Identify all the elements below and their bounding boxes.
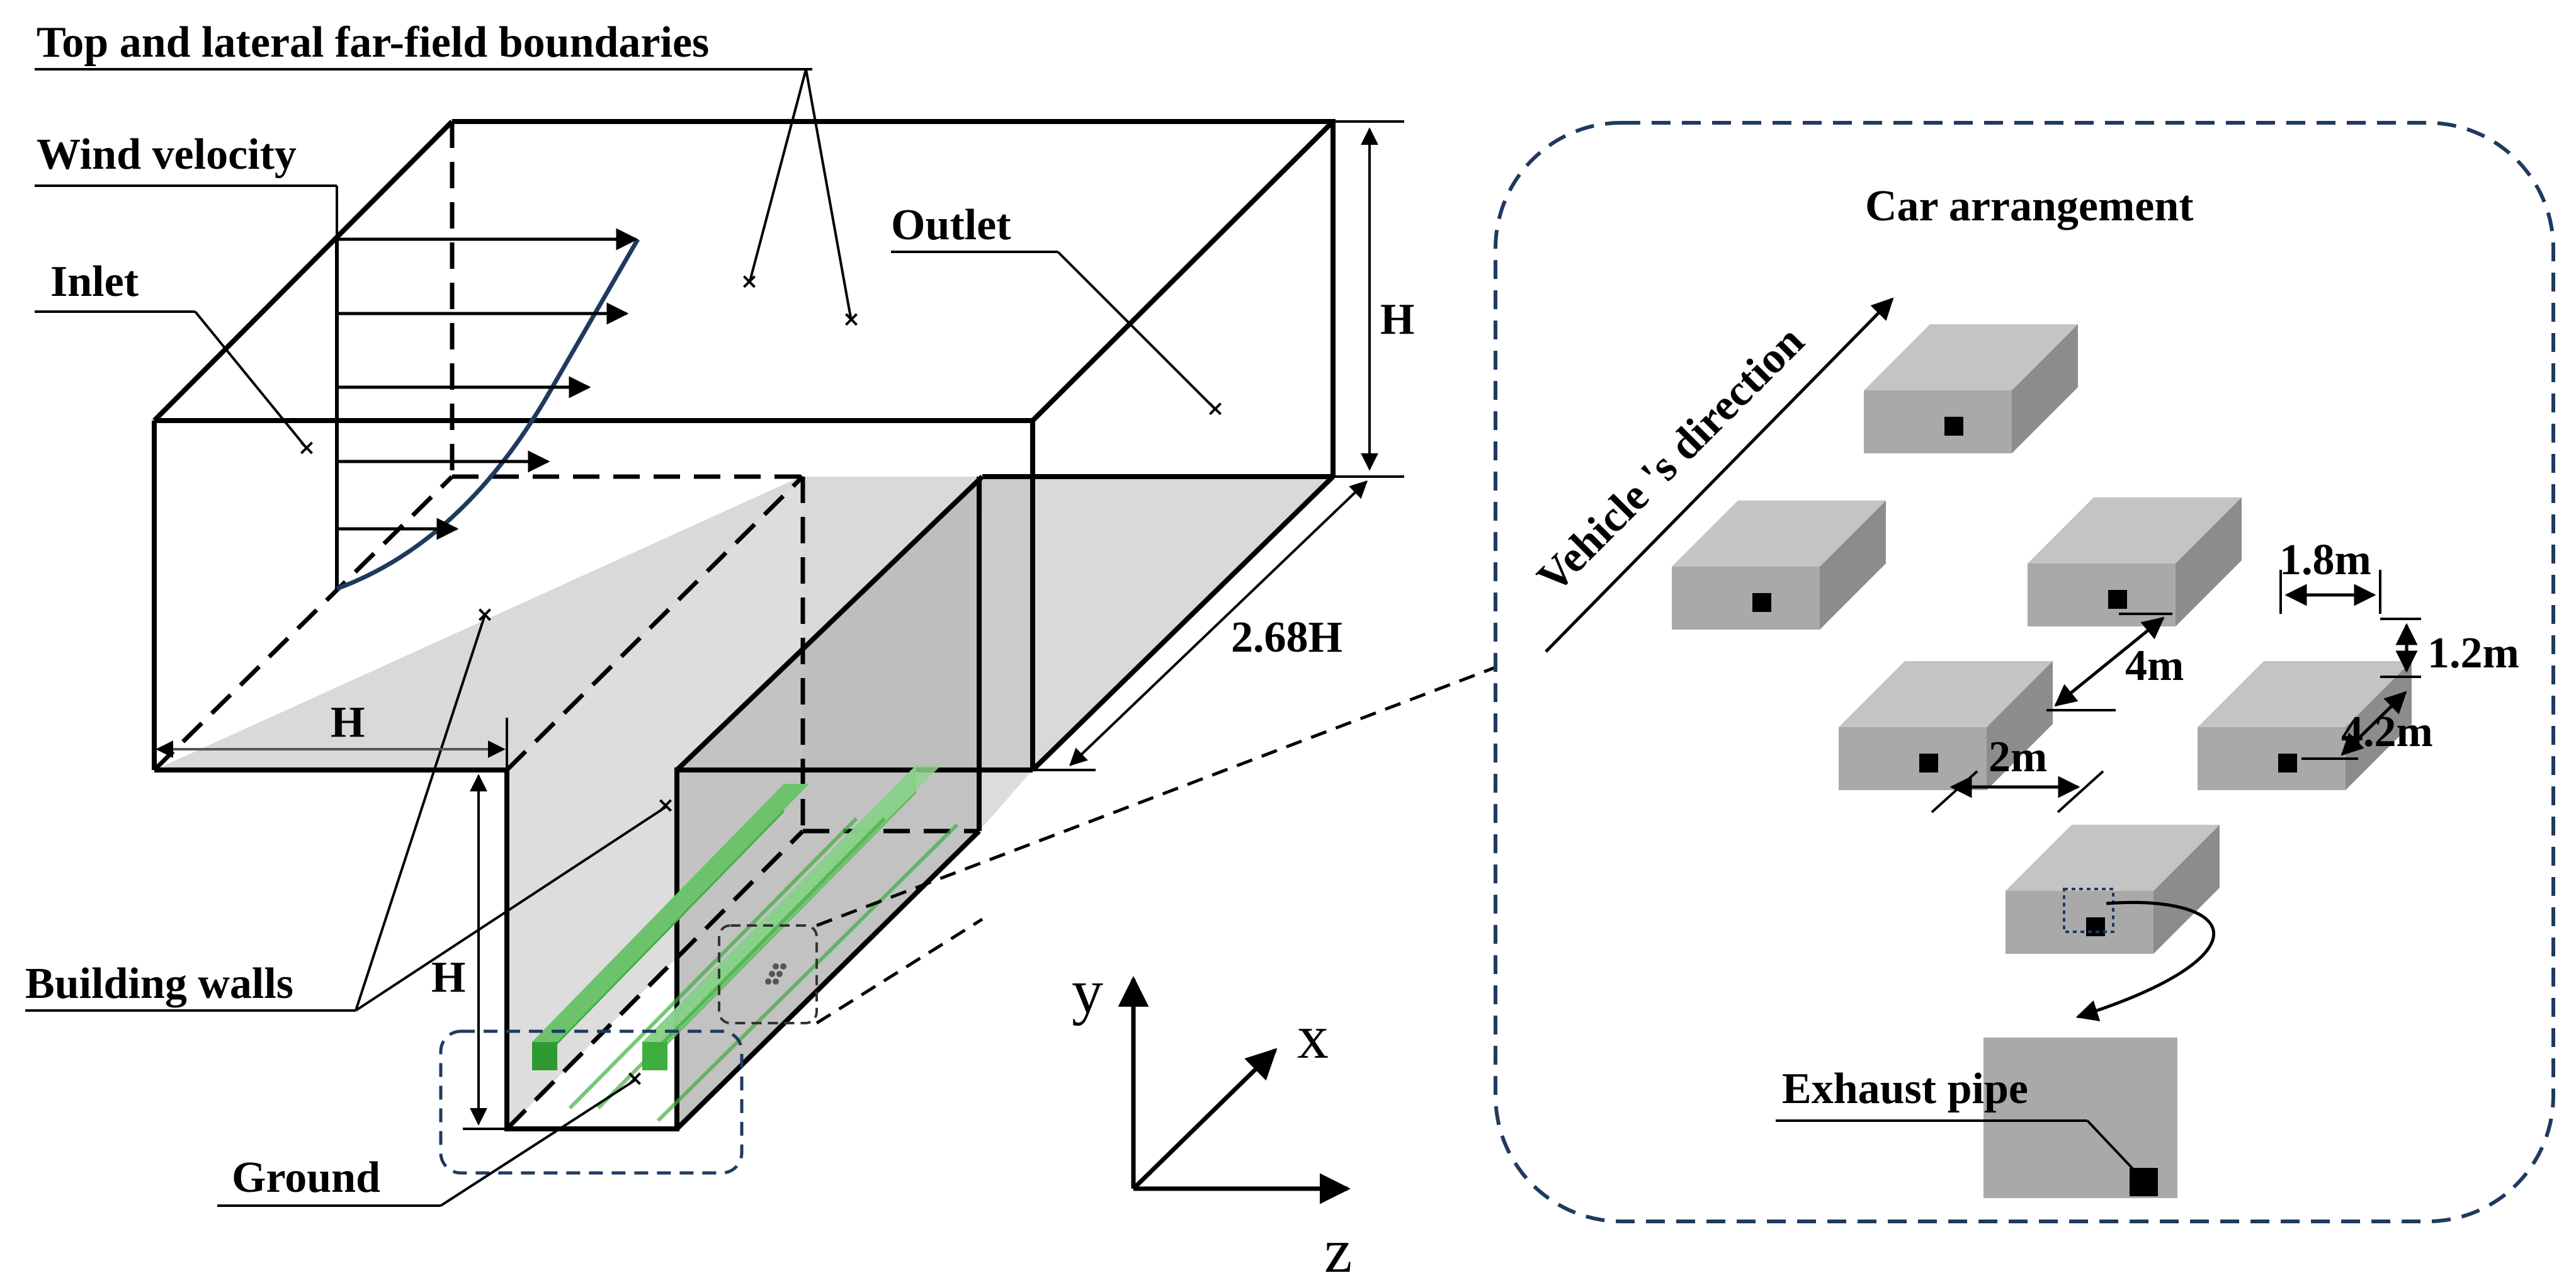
exhaust-pipe-marker [2108,590,2127,609]
car-roof [1864,324,2078,390]
car-roof [1839,661,2053,727]
green-bar-left-front [532,1042,557,1070]
canyon-right-top-edge [675,475,984,772]
car-rear-face [1864,390,2012,453]
axis-label-y: y [1072,956,1103,1026]
label-exhaust-pipe: Exhaust pipe [1782,1065,2028,1113]
box-front-top [154,418,1035,770]
vehicle-direction-arrow [1545,297,1894,653]
hidden-left-ground [152,475,454,772]
marker-building-1: × [476,602,494,627]
panel-border [1494,121,2555,1223]
label-ground: Ground [232,1153,380,1202]
car-roof [2028,497,2242,563]
label-top-boundaries: Top and lateral far-field boundaries [37,18,709,67]
label-car-width: 1.8m [2279,536,2371,584]
car-dimensions: 1.8m 1.2m 4.2m 4m 2m [1931,536,2519,813]
car-side [2176,497,2242,626]
marker-building-2: × [657,793,675,818]
label-gap-longitudinal: 4m [2125,642,2184,690]
car-side [1820,501,1886,630]
lane-line-3 [656,823,959,1123]
car-rear-face [1672,567,1820,630]
panel-title: Car arrangement [1865,182,2194,230]
box-top-right-edge [1031,120,1335,422]
zoom-dots [765,963,786,985]
label-building-walls: Building walls [25,960,293,1008]
label-inlet: Inlet [50,258,139,306]
hidden-canyon-left-top [505,475,805,772]
cars [1672,324,2412,954]
canyon-right-wall [677,477,982,1129]
car-rear-face [2028,563,2176,626]
zoom-connector-bottom [815,917,984,1025]
car-roof [2006,825,2220,891]
exhaust-pipe-marker [1944,417,1963,436]
lane-line-2 [596,817,887,1110]
wind-profile-curve [336,238,640,591]
zoom-region-box [718,924,818,1024]
canyon-left-wall [507,477,803,1129]
x-axis [1132,1048,1278,1191]
leader-lines [25,68,1217,1207]
exhaust-leader-diag [2086,1119,2142,1179]
axis-label-x: x [1297,1002,1329,1072]
label-outlet: Outlet [891,201,1011,249]
label-height-top: H [1380,295,1414,344]
exhaust-pipe-marker [2086,917,2105,936]
green-bar-right-front [642,1042,667,1070]
exhaust-pipe-square [2130,1168,2158,1196]
box-ground-front [154,767,1033,1131]
label-car-length: 4.2m [2341,708,2433,756]
car-4 [1839,661,2053,790]
label-gap-lateral: 2m [1989,733,2047,781]
car-side [2153,825,2220,954]
coordinate-axes: y x z [1072,956,1352,1285]
label-car-height: 1.2m [2427,629,2519,677]
computational-domain: × × × × × × × [25,18,1414,1207]
roadside-bars [532,765,959,1123]
car-1 [1864,324,2078,453]
hidden-canyon-bottom-left [505,829,805,1131]
exhaust-pipe-marker [2278,754,2297,773]
label-wind-velocity: Wind velocity [37,130,297,179]
label-height-canyon: H [431,953,465,1002]
car-6 [2006,825,2220,954]
exhaust-callout-arrow [2075,901,2216,1022]
car-rear-face [1839,727,1987,790]
dimension-lines [156,120,1404,1130]
car-roof [1672,501,1886,567]
dim-gap-longitudinal [2054,616,2165,707]
exhaust-highlight-box [2063,888,2114,933]
canyon-bottom-edge [675,829,981,1131]
box-top-left-edge [152,120,454,422]
wind-profile [335,228,640,591]
label-width-canyon: H [331,698,365,747]
lane-line-1 [568,817,858,1110]
marker-ground: × [626,1066,644,1091]
label-length: 2.68H [1231,613,1342,662]
car-2 [1672,501,1886,630]
car-arrangement-panel: Car arrangement Vehicle 's direction 1.8… [1494,121,2555,1223]
car-rear-face [2006,891,2153,954]
axis-label-z: z [1324,1216,1352,1285]
dim-length [1069,480,1368,766]
dim-car-length [2341,691,2407,756]
car-3 [2028,497,2242,626]
zoom-connector-top [816,665,1496,927]
ground-region-box [439,1029,744,1175]
exhaust-pipe-marker [1752,593,1771,612]
car-side [2012,324,2078,453]
green-bar-left-top [532,784,809,1042]
box-top-back-edge [452,119,1336,477]
car-side [1987,661,2053,790]
exhaust-pipe-marker [1919,754,1938,773]
boundary-point-markers: × × × × × × × [298,269,1225,1091]
